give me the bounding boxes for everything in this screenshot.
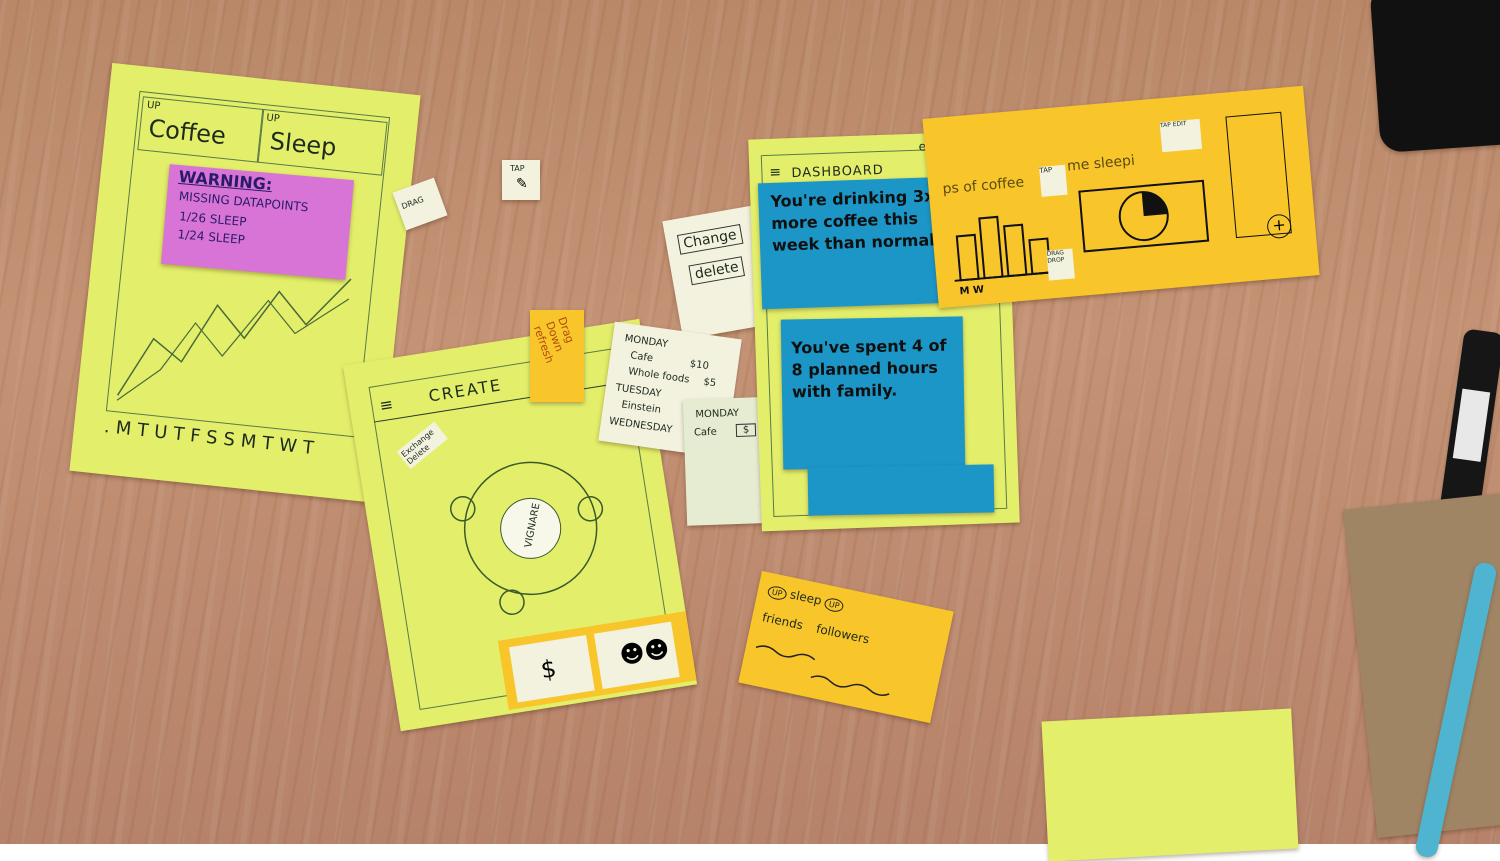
delete-label[interactable]: delete: [688, 256, 746, 286]
friends-label[interactable]: friends: [760, 610, 805, 633]
list-row2-value: $5: [702, 376, 717, 390]
insight-family-text: You've spent 4 of 8 planned hours with f…: [791, 335, 947, 402]
tap-edit-note[interactable]: TAP EDIT: [1159, 118, 1203, 153]
sleep-label: Sleep: [268, 126, 338, 162]
tiny-drag-label: DRAG: [400, 194, 425, 212]
sleep-label-social: sleep: [788, 587, 823, 608]
social-row2: friends followers: [761, 610, 871, 646]
create-card: ≡ CREATE VIGNARE Exchange Delete $ ☻☻: [342, 318, 698, 732]
tiny-tap-note: TAP ✎: [502, 160, 540, 200]
line-graph: [116, 278, 352, 401]
warning-line3: 1/24 SLEEP: [177, 227, 246, 247]
tap-edit-label: TAP EDIT: [1159, 120, 1187, 130]
scribble-lines: [755, 645, 890, 696]
sleep-tag: UP: [265, 112, 281, 125]
drag-drop-label: DRAG DROP: [1046, 249, 1065, 265]
list-row1-value: $10: [689, 358, 710, 373]
coffee-sleep-card: UP Coffee UP Sleep .MTUTFSSMTWT: [69, 62, 421, 504]
tab-people[interactable]: ☻☻: [593, 621, 680, 690]
pointer-icon: ✎: [516, 176, 528, 192]
drag-drop-note[interactable]: DRAG DROP: [1046, 248, 1075, 281]
sticky-pad: [1041, 708, 1299, 861]
list-day1: MONDAY: [623, 333, 669, 351]
drag-refresh-label: Drag Down refresh: [530, 315, 577, 365]
strip-axis: M W: [959, 284, 985, 298]
phone-device: [1369, 0, 1500, 154]
dashboard-title: DASHBOARD: [791, 162, 885, 182]
up-badge-2[interactable]: UP: [823, 596, 845, 614]
chart-strip: ps of coffee me sleepi M W TAP DRAG DROP…: [922, 85, 1320, 309]
people-icon: ☻☻: [617, 634, 672, 670]
hamburger-icon[interactable]: ≡: [378, 394, 395, 416]
tab-money[interactable]: $: [508, 635, 595, 703]
dashboard-menu-icon[interactable]: ≡: [769, 164, 782, 181]
warning-note: WARNING: MISSING DATAPOINTS 1/26 SLEEP 1…: [160, 164, 355, 280]
coffee-tag: UP: [146, 99, 161, 113]
tap-note[interactable]: TAP: [1039, 164, 1068, 197]
tiny-tap-label: TAP: [510, 164, 525, 173]
monday-row[interactable]: Cafe: [693, 426, 717, 439]
insight-coffee-note: You're drinking 3x more coffee this week…: [757, 176, 955, 310]
strip-label-left: ps of coffee: [941, 174, 1025, 198]
up-badge-1[interactable]: UP: [766, 584, 788, 602]
list-day3: WEDNESDAY: [608, 415, 673, 436]
blue-note-bottom: [807, 464, 995, 516]
dollar-icon: $: [538, 654, 559, 685]
strip-label-right: me sleepi: [1066, 152, 1136, 175]
coffee-label: Coffee: [147, 114, 228, 151]
list-day2: TUESDAY: [614, 382, 662, 400]
monday-value[interactable]: $: [735, 423, 757, 437]
warning-line2: 1/26 SLEEP: [178, 209, 248, 230]
change-label[interactable]: Change: [676, 224, 744, 255]
followers-label[interactable]: followers: [814, 621, 871, 647]
list-row1[interactable]: Cafe: [629, 350, 654, 365]
social-card: UP sleep UP friends followers: [738, 570, 954, 724]
drag-refresh-note: Drag Down refresh: [530, 310, 584, 402]
tap-note-label: TAP: [1039, 165, 1053, 175]
bar-sketch: [954, 215, 1065, 282]
monday-day: MONDAY: [695, 407, 740, 421]
social-row1: UP sleep UP: [766, 583, 845, 614]
node-diagram: [450, 461, 604, 615]
list-row3[interactable]: Einstein: [620, 399, 662, 416]
sleep-dial-sketch: [1078, 179, 1210, 253]
insight-coffee-text: You're drinking 3x more coffee this week…: [770, 186, 935, 255]
insight-family-note: You've spent 4 of 8 planned hours with f…: [780, 316, 966, 470]
list-row2[interactable]: Whole foods: [627, 366, 691, 386]
